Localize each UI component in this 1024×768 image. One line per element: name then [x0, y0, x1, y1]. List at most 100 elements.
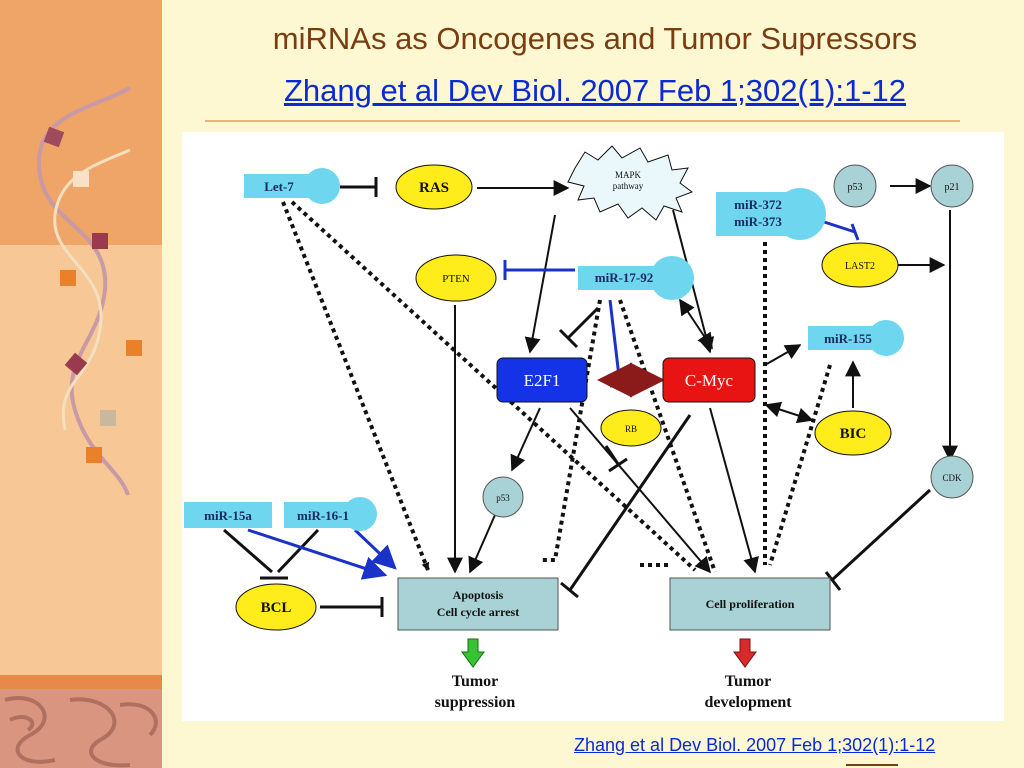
- p53-mid-label: p53: [496, 493, 510, 503]
- node-cdk: CDK: [930, 455, 974, 499]
- cmyc-label: C-Myc: [685, 371, 734, 390]
- pathway-diagram: Let-7 RAS MAPK pathway miR-372 miR-373 p…: [182, 132, 1004, 721]
- apoptosis-label-line2: Cell cycle arrest: [437, 605, 519, 619]
- edge-cdk-proliferation-inhibit: [824, 488, 932, 591]
- edge-e2f1-p53: [510, 407, 541, 472]
- mir155-label: miR-155: [824, 331, 872, 346]
- slide-title: miRNAs as Oncogenes and Tumor Supressors: [272, 21, 918, 56]
- pathway-diagram-canvas: Let-7 RAS MAPK pathway miR-372 miR-373 p…: [184, 145, 974, 711]
- edge-mir155-proliferation: [768, 364, 832, 566]
- node-cell-proliferation: Cell proliferation: [669, 577, 831, 631]
- node-mir16-1: miR-16-1: [284, 497, 377, 531]
- sidebar-square: [64, 352, 88, 376]
- edge-mir15a-apoptosis: [247, 528, 388, 580]
- edge-cmyc-apoptosis-inhibit: [560, 414, 692, 599]
- solid-arrow-edges: [447, 178, 958, 574]
- citation-link[interactable]: Zhang et al Dev Biol. 2007 Feb 1;302(1):…: [574, 735, 936, 755]
- tumor-development-line2: development: [704, 694, 792, 711]
- node-mapk: MAPK pathway: [567, 145, 694, 221]
- edge-mapk-e2f1: [524, 214, 556, 354]
- node-mir372-373: miR-372 miR-373: [716, 188, 826, 240]
- node-let7: Let-7: [244, 168, 340, 204]
- footer-mark: [846, 764, 898, 766]
- edge-mir161-apoptosis: [353, 528, 397, 570]
- node-last2: LAST2: [821, 242, 899, 288]
- node-p21: p21: [930, 164, 974, 208]
- mir373-label: miR-373: [734, 214, 782, 229]
- sidebar-square: [60, 270, 76, 286]
- mapk-label-line2: pathway: [613, 181, 644, 191]
- ras-label: RAS: [419, 180, 449, 196]
- sidebar-square: [73, 171, 89, 187]
- node-cmyc: C-Myc: [662, 357, 756, 403]
- node-mir155: miR-155: [808, 320, 904, 356]
- suppression-arrow: [461, 638, 485, 668]
- reference-link[interactable]: Zhang et al Dev Biol. 2007 Feb 1;302(1):…: [283, 73, 907, 108]
- rb-label: RB: [625, 424, 637, 434]
- edge-cmyc-proliferation: [709, 407, 759, 574]
- sidebar-square: [92, 233, 108, 249]
- edge-cmyc-mir155: [764, 344, 802, 366]
- node-mir15a: miR-15a: [184, 502, 272, 528]
- node-bcl: BCL: [235, 583, 317, 631]
- sidebar-square: [86, 447, 102, 463]
- pten-label: PTEN: [442, 273, 470, 285]
- mir15a-label: miR-15a: [204, 508, 252, 523]
- edge-mir1792-proliferation: [618, 299, 717, 573]
- edge-cmyc-bic: [764, 401, 814, 424]
- node-mir17-92: miR-17-92: [578, 256, 694, 300]
- sidebar-pattern-panel: [0, 689, 162, 768]
- sidebar-ornament: [4, 86, 158, 768]
- bic-label: BIC: [840, 426, 867, 442]
- edge-mir1792-pten-inhibit: [503, 260, 575, 280]
- edge-bcl-apoptosis-inhibit: [320, 597, 384, 617]
- edge-mir161-bcl-inhibit: [276, 528, 320, 574]
- node-e2f1: E2F1: [496, 357, 588, 403]
- last2-label: LAST2: [845, 261, 875, 272]
- node-pten: PTEN: [415, 254, 497, 302]
- edge-mir1792-rb-inhibit: [608, 299, 633, 388]
- edge-let7-apoptosis: [281, 201, 430, 571]
- edge-mir15a-bcl-inhibit: [223, 528, 288, 580]
- let7-label: Let-7: [264, 179, 294, 194]
- edge-p53-apoptosis: [468, 514, 496, 574]
- tumor-development-line1: Tumor: [725, 673, 772, 690]
- sidebar-pattern: [4, 696, 158, 768]
- title-divider: [205, 120, 960, 122]
- proliferation-label: Cell proliferation: [706, 597, 795, 611]
- edge-mir1792-apoptosis: [540, 299, 602, 562]
- mir17-92-label: miR-17-92: [595, 270, 654, 285]
- edge-let7-proliferation: [290, 200, 697, 572]
- bcl-label: BCL: [261, 600, 292, 616]
- node-apoptosis: Apoptosis Cell cycle arrest: [397, 577, 559, 631]
- tumor-suppression-line1: Tumor: [452, 673, 499, 690]
- edge-rb-inhibit: [604, 445, 628, 473]
- edge-let7-ras-inhibit: [340, 177, 378, 197]
- sidebar-band: [0, 675, 162, 689]
- development-arrow: [733, 638, 757, 668]
- tumor-suppression-line2: suppression: [435, 694, 516, 711]
- apoptosis-label-line1: Apoptosis: [453, 588, 504, 602]
- node-p53-mid: p53: [482, 476, 524, 518]
- node-ras: RAS: [395, 164, 473, 210]
- p53-top-label: p53: [848, 182, 863, 193]
- cdk-label: CDK: [942, 473, 962, 483]
- decorative-sidebar: [0, 0, 162, 768]
- edge-mir1792-cmyc: [679, 298, 713, 350]
- node-rb: RB: [600, 409, 662, 447]
- sidebar-square: [43, 126, 65, 148]
- edge-mir1792-e2f1-inhibit: [558, 306, 600, 349]
- mir16-1-label: miR-16-1: [297, 508, 349, 523]
- mapk-label-line1: MAPK: [615, 170, 642, 180]
- sidebar-vine-2: [53, 148, 131, 431]
- mir372-label: miR-372: [734, 197, 782, 212]
- sidebar-square: [100, 410, 116, 426]
- node-p53-top: p53: [833, 164, 877, 208]
- node-bic: BIC: [814, 410, 892, 456]
- sidebar-middle-panel: [0, 245, 162, 675]
- sidebar-vine-1: [36, 86, 131, 496]
- sidebar-top-panel: [0, 0, 162, 245]
- e2f1-label: E2F1: [524, 371, 561, 390]
- sidebar-square: [126, 340, 142, 356]
- inhibition-edges: [223, 177, 932, 617]
